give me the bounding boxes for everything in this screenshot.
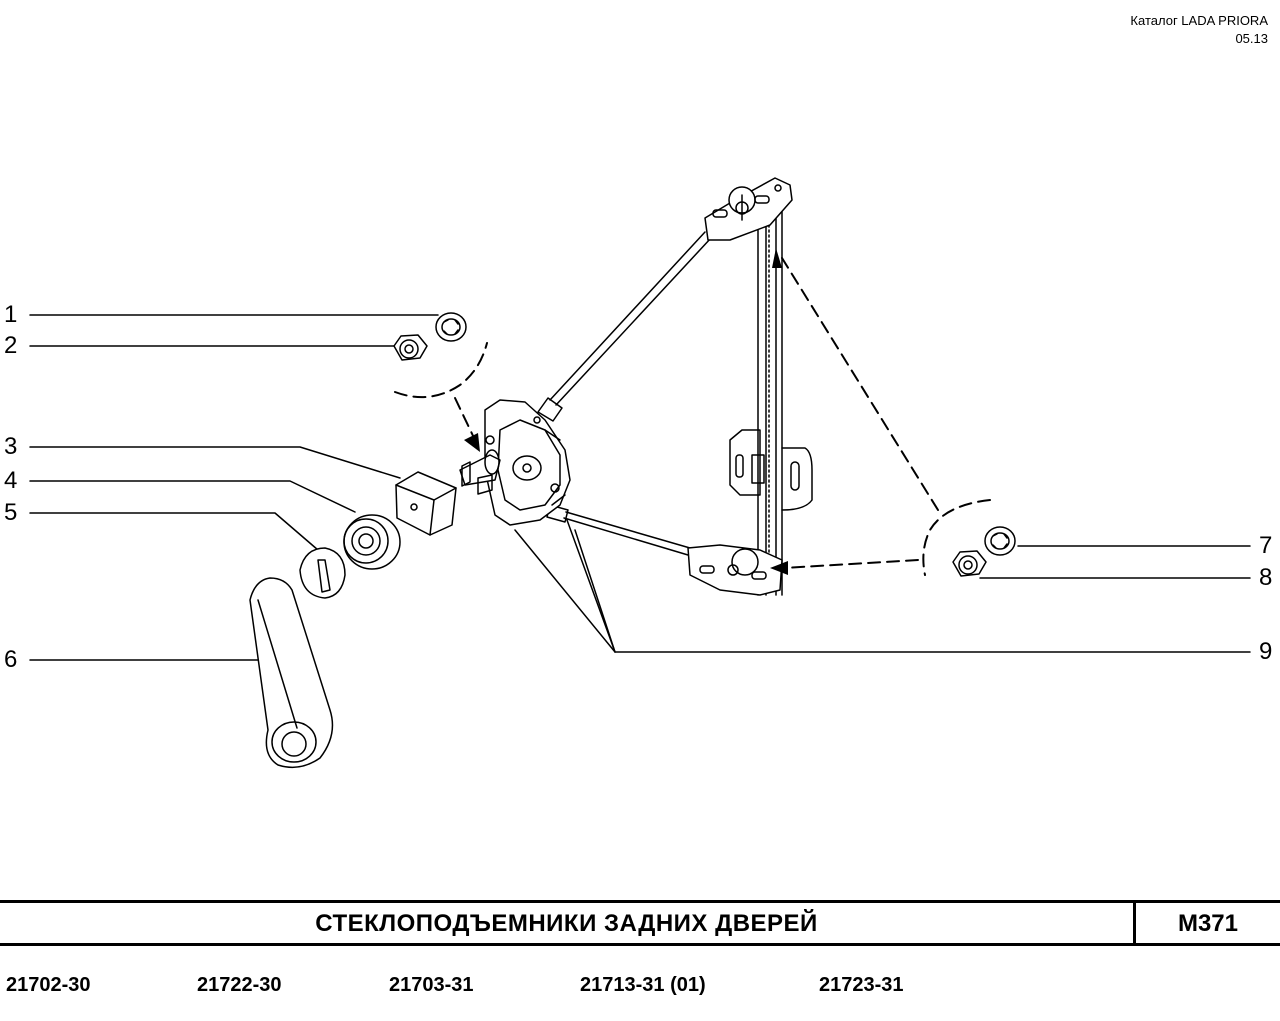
title-bar: СТЕКЛОПОДЪЕМНИКИ ЗАДНИХ ДВЕРЕЙ М371 bbox=[0, 900, 1280, 946]
model-item: 21703-31 bbox=[389, 974, 474, 996]
top-bracket bbox=[704, 177, 793, 241]
model-item: 21723-31 bbox=[819, 974, 904, 996]
model-item: 21722-30 bbox=[197, 974, 282, 996]
guide-rail bbox=[729, 209, 813, 596]
callout-1: 1 bbox=[4, 301, 18, 328]
part-6-handle bbox=[249, 577, 334, 769]
catalog-date: 05.13 bbox=[1235, 31, 1268, 46]
model-item: 21713-31 (01) bbox=[580, 974, 706, 996]
callout-6: 6 bbox=[4, 646, 18, 673]
model-item: 21702-30 bbox=[6, 974, 91, 996]
drive-mechanism bbox=[459, 399, 571, 526]
window-regulator-drawing bbox=[29, 177, 1251, 769]
bottom-bracket bbox=[687, 544, 783, 596]
washer-1 bbox=[435, 312, 467, 342]
callout-8: 8 bbox=[1259, 564, 1273, 591]
assembly-arrows bbox=[394, 257, 991, 576]
title-divider bbox=[1133, 903, 1136, 943]
nut-2 bbox=[393, 334, 428, 361]
callout-3: 3 bbox=[4, 433, 18, 460]
part-3-block bbox=[395, 471, 457, 536]
upper-cable bbox=[537, 231, 712, 422]
callout-2: 2 bbox=[4, 332, 18, 359]
leader-lines bbox=[29, 314, 1251, 661]
callout-4: 4 bbox=[4, 467, 18, 494]
lower-cable bbox=[546, 504, 691, 556]
part-4-ring bbox=[343, 514, 401, 570]
washer-7 bbox=[984, 526, 1016, 556]
part-5-clip bbox=[299, 547, 346, 599]
page-title: СТЕКЛОПОДЪЕМНИКИ ЗАДНИХ ДВЕРЕЙ bbox=[315, 910, 818, 937]
nut-8 bbox=[952, 550, 987, 577]
callout-5: 5 bbox=[4, 499, 18, 526]
callout-7: 7 bbox=[1259, 532, 1273, 559]
callout-9: 9 bbox=[1259, 638, 1273, 665]
model-list: 21702-30 21722-30 21703-31 21713-31 (01)… bbox=[0, 974, 1280, 1004]
arrow-heads bbox=[464, 248, 788, 575]
catalog-header: Каталог LADA PRIORA 05.13 bbox=[1130, 12, 1268, 48]
catalog-name: Каталог LADA PRIORA bbox=[1130, 13, 1268, 28]
page-code: М371 bbox=[1177, 910, 1239, 937]
